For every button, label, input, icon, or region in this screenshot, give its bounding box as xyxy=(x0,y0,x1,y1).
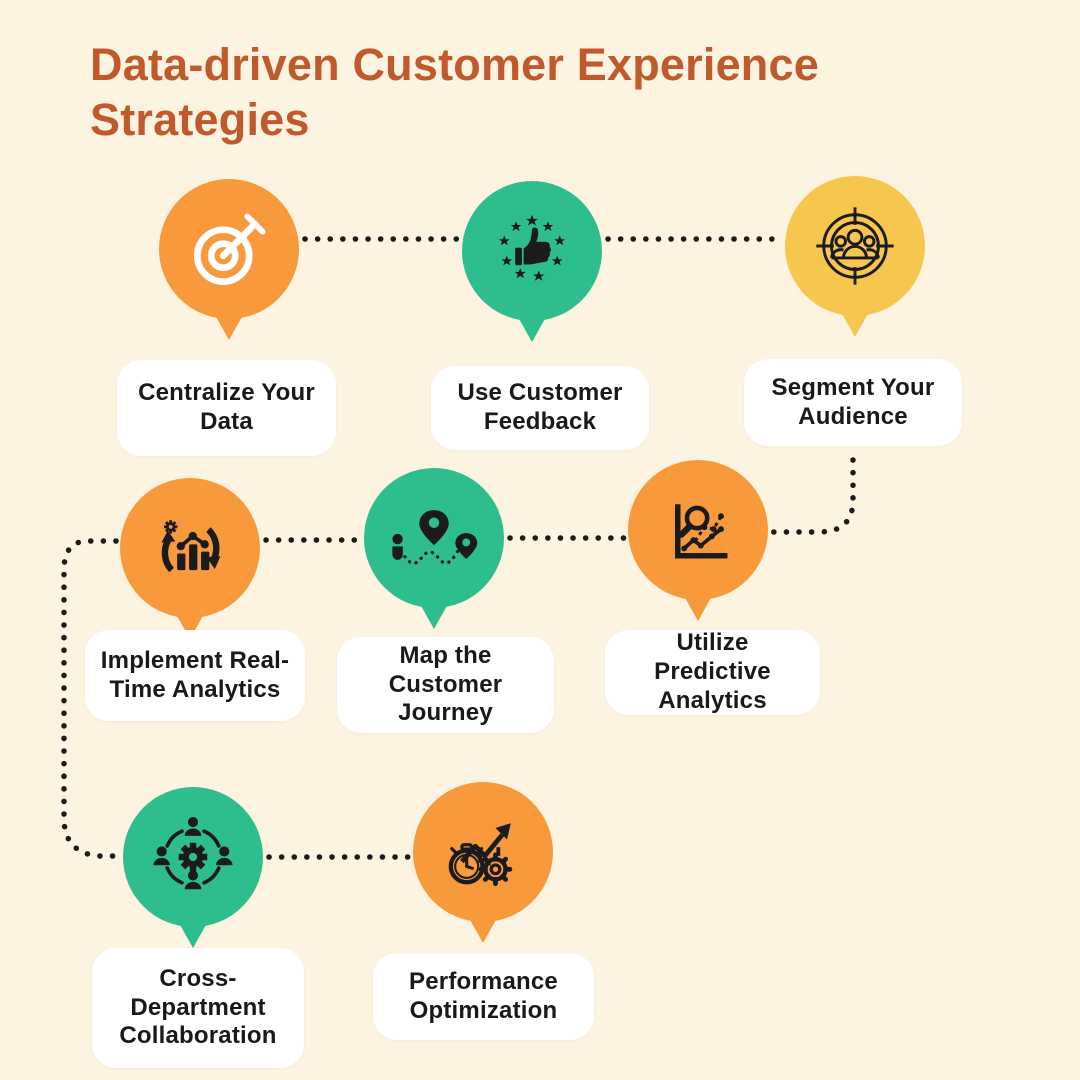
step-label-card: Map the Customer Journey xyxy=(337,637,554,733)
connector-dotted-line xyxy=(61,538,122,859)
step-label-card: Cross- Department Collaboration xyxy=(92,948,304,1068)
step-label-card: Centralize Your Data xyxy=(117,360,336,456)
step-marker-performance-optimization xyxy=(413,782,553,943)
marker-tail xyxy=(518,317,546,342)
step-label: Cross- Department Collaboration xyxy=(119,964,277,1050)
marker-tail xyxy=(179,923,207,948)
page-title: Data-driven Customer Experience Strategi… xyxy=(90,39,819,145)
performance-optimization-icon xyxy=(448,823,513,887)
step-label-card: Utilize Predictive Analytics xyxy=(605,629,820,715)
step-marker-segment-audience xyxy=(785,176,925,337)
step-label-card: Segment Your Audience xyxy=(744,359,962,446)
marker-tail xyxy=(420,604,448,629)
step-label: Centralize Your Data xyxy=(138,379,315,435)
step-marker-predictive-analytics xyxy=(628,460,768,621)
collaboration-icon xyxy=(153,816,233,890)
predictive-analytics-icon xyxy=(675,504,728,559)
step-label-card: Performance Optimization xyxy=(373,953,594,1040)
marker-tail xyxy=(841,312,869,337)
marker-tail xyxy=(684,596,712,621)
step-marker-customer-journey xyxy=(364,468,504,629)
journey-map-icon xyxy=(392,510,478,565)
marker-tail xyxy=(215,315,243,340)
marker-tail xyxy=(469,918,497,943)
step-label: Use Customer Feedback xyxy=(457,379,623,435)
step-marker-customer-feedback xyxy=(462,181,602,342)
thumbs-up-stars-icon xyxy=(498,214,566,281)
step-marker-collaboration xyxy=(123,787,263,948)
step-marker-centralize-data xyxy=(159,179,299,340)
step-label-card: Use Customer Feedback xyxy=(431,366,649,450)
step-marker-real-time-analytics xyxy=(120,478,260,639)
step-label: Performance Optimization xyxy=(409,967,558,1024)
step-label-card: Implement Real- Time Analytics xyxy=(85,630,305,721)
step-label: Implement Real- Time Analytics xyxy=(100,646,290,703)
step-label: Map the Customer Journey xyxy=(388,641,503,727)
real-time-analytics-icon xyxy=(161,520,221,573)
step-label: Utilize Predictive Analytics xyxy=(654,629,771,714)
connector-dotted-line xyxy=(769,457,856,535)
audience-target-icon xyxy=(816,207,894,285)
target-arrow-icon xyxy=(193,213,266,285)
step-label: Segment Your Audience xyxy=(771,373,935,430)
